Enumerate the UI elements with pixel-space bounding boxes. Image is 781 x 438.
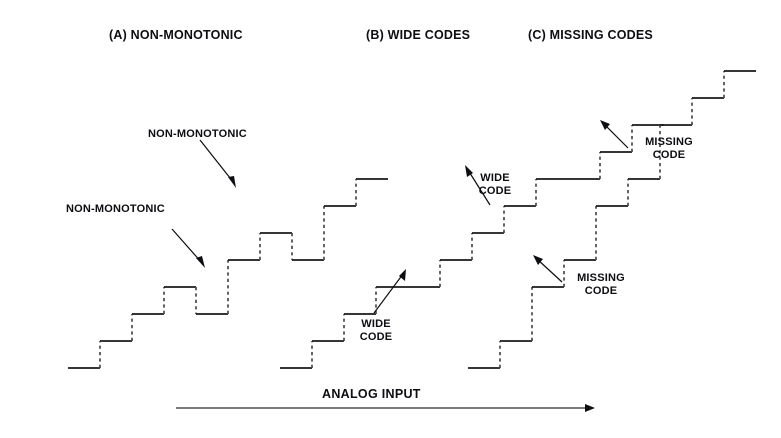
callout-wide-code-upper-line1: WIDE (480, 172, 510, 184)
callout-missing-code-upper: MISSING CODE (630, 136, 708, 162)
callout-missing-code-lower-line2: CODE (584, 285, 618, 297)
callout-arrows (171, 120, 629, 314)
arrow-head-wide-lower (399, 269, 406, 281)
staircase-missing-code (468, 70, 756, 369)
arrow-head-missing-upper (600, 120, 610, 130)
callout-missing-code-upper-line1: MISSING (645, 136, 693, 148)
callout-wide-code-lower: WIDE CODE (345, 318, 407, 344)
callout-non-monotonic-lower: NON-MONOTONIC (66, 203, 165, 215)
arrow-wide-lower (373, 273, 404, 314)
callout-wide-code-upper: WIDE CODE (464, 172, 526, 198)
arrow-wide-upper (467, 169, 491, 206)
callout-wide-code-upper-line2: CODE (478, 185, 512, 197)
analog-input-axis (176, 404, 595, 412)
analog-input-label: ANALOG INPUT (322, 387, 421, 401)
arrow-head-wide-upper (465, 165, 473, 177)
callout-non-monotonic-upper: NON-MONOTONIC (148, 128, 247, 140)
panel-title-a: (A) NON-MONOTONIC (109, 28, 243, 42)
arrow-head-nm-upper (228, 176, 236, 188)
arrow-missing-upper (603, 123, 629, 149)
staircase-non-monotonic (68, 178, 388, 369)
arrow-missing-lower (536, 258, 563, 283)
staircase-wide-code (280, 124, 664, 369)
axis-arrow-head (585, 404, 595, 412)
panel-title-b: (B) WIDE CODES (366, 28, 471, 42)
callout-missing-code-lower-line1: MISSING (577, 272, 625, 284)
callout-wide-code-lower-line2: CODE (359, 331, 393, 343)
arrow-nm-lower (171, 228, 203, 264)
callout-wide-code-lower-line1: WIDE (361, 318, 391, 330)
arrow-head-nm-lower (196, 256, 205, 268)
callout-missing-code-upper-line2: CODE (652, 149, 686, 161)
arrow-nm-upper (199, 139, 235, 184)
arrow-head-missing-lower (533, 255, 543, 265)
callout-missing-code-lower: MISSING CODE (562, 272, 640, 298)
panel-title-c: (C) MISSING CODES (528, 28, 653, 42)
